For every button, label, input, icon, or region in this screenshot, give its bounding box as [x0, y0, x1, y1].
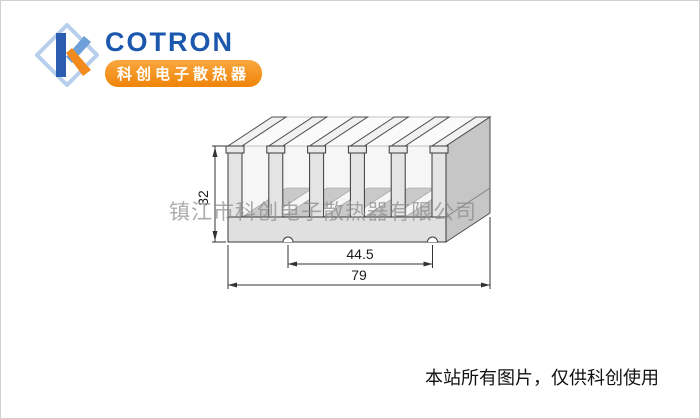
cotron-logo[interactable]: COTRON 科创电子散热器: [35, 23, 263, 88]
mount-slot-left: [282, 236, 294, 243]
dimension-width: 79: [227, 217, 491, 289]
logo-text-column: COTRON 科创电子散热器: [105, 23, 263, 88]
arrow-down: [212, 231, 218, 241]
dimension-height: 32: [195, 145, 226, 243]
dim-label-slot-spacing: 44.5: [346, 246, 373, 262]
arrow-right: [481, 282, 490, 288]
dim-label-width: 79: [351, 267, 367, 283]
fin-top-faces: [226, 116, 492, 147]
mount-slot-right: [427, 236, 438, 243]
dim-label-height: 32: [195, 190, 211, 206]
logo-k-stem: [56, 33, 66, 77]
arrow-left: [288, 261, 297, 267]
logo-k-lower-leg: [66, 48, 91, 76]
cotron-logo-k-icon: [35, 23, 99, 87]
arrow-up: [212, 147, 218, 157]
watermark-text: 镇江市科创电子散热器有限公司: [169, 201, 477, 224]
footer-note: 本站所有图片，仅供科创使用: [425, 368, 659, 388]
brand-name: COTRON: [105, 27, 234, 57]
arrow-right: [423, 261, 433, 267]
brand-tagline-badge: 科创电子散热器: [105, 60, 263, 88]
channel-front-voids: [242, 146, 432, 217]
base-front-face: [227, 216, 447, 243]
arrow-left: [228, 282, 237, 288]
dimension-slot-spacing: 44.5: [287, 245, 433, 268]
fin-front-faces: [227, 145, 447, 218]
fin-tip-flanges: [225, 145, 449, 154]
